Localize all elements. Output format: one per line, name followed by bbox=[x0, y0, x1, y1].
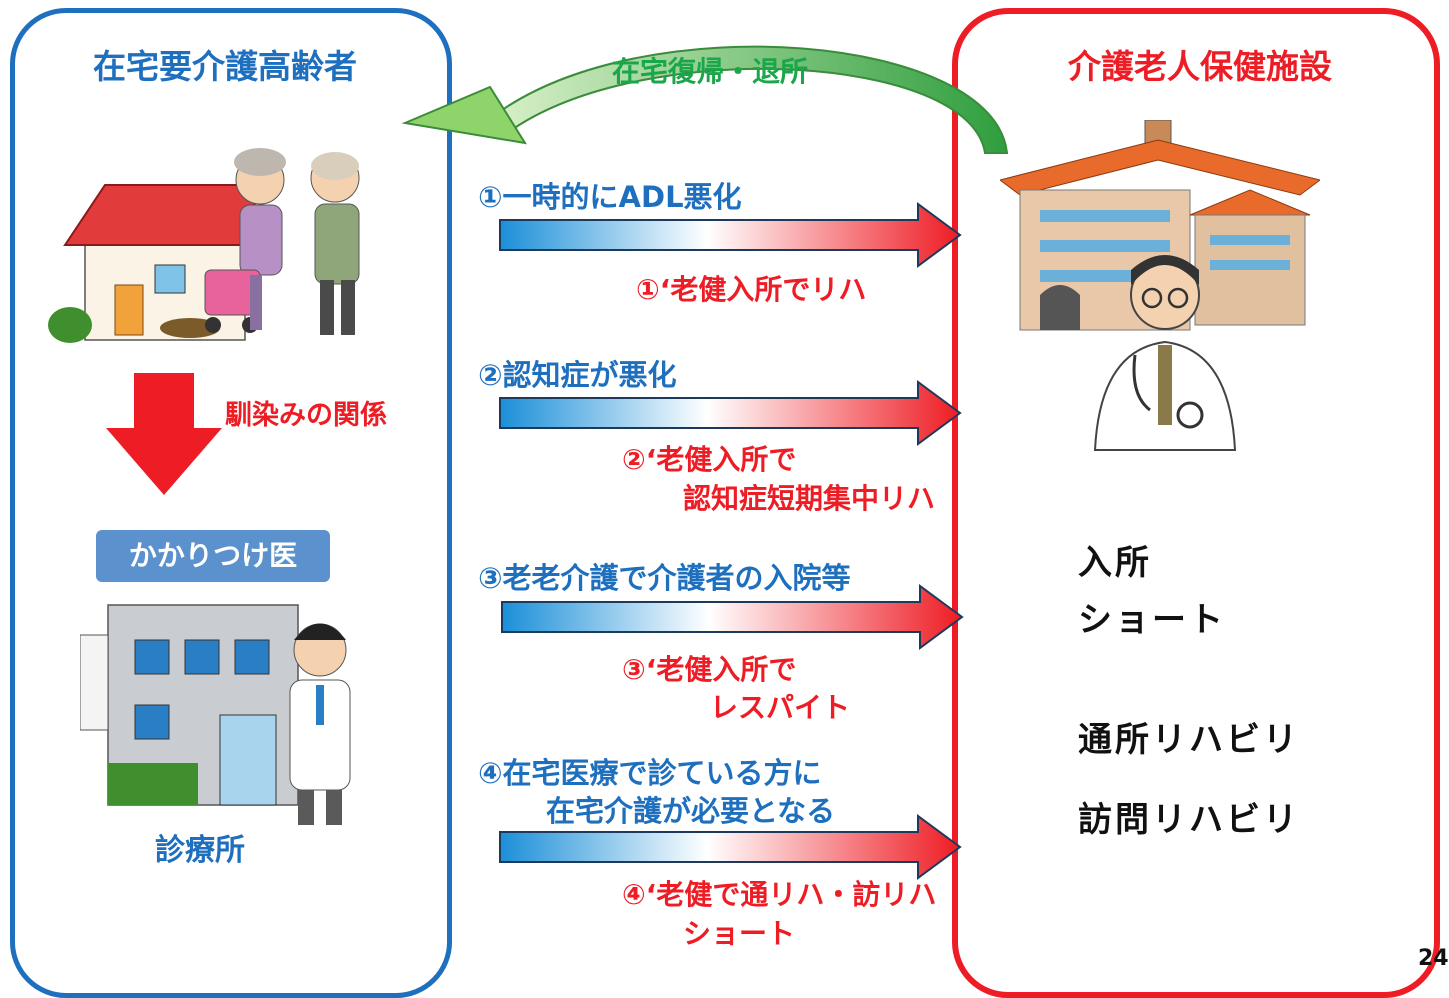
familiar-relationship-label: 馴染みの関係 bbox=[225, 400, 387, 431]
case-4-response-line2: ショート bbox=[683, 917, 796, 950]
case-1-response: ①‘老健入所でリハ bbox=[636, 273, 867, 306]
case-4-trigger-line1: ④在宅医療で診ている方に bbox=[478, 756, 822, 790]
case-1-trigger: ①一時的にADL悪化 bbox=[478, 180, 742, 214]
service-short-stay: ショート bbox=[1078, 600, 1226, 640]
return-home-label: 在宅復帰・退所 bbox=[611, 55, 808, 88]
care-facility-illustration bbox=[1000, 120, 1320, 451]
down-arrow bbox=[106, 373, 222, 495]
service-admission: 入所 bbox=[1078, 543, 1152, 583]
case-2-response-line1: ②‘老健入所で bbox=[622, 443, 797, 476]
case-3-trigger: ③老老介護で介護者の入院等 bbox=[478, 561, 851, 595]
case-1-arrow bbox=[499, 202, 962, 268]
care-facility-title: 介護老人保健施設 bbox=[1068, 47, 1332, 86]
case-4-response-line1: ④‘老健で通リハ・訪リハ bbox=[622, 878, 937, 911]
case-3-arrow bbox=[501, 584, 964, 650]
page-number: 24 bbox=[1418, 946, 1449, 971]
case-3-response-line2: レスパイト bbox=[710, 691, 851, 724]
return-home-arrow bbox=[401, 45, 1009, 154]
service-visit-rehab: 訪問リハビリ bbox=[1078, 800, 1300, 840]
case-4-trigger-line2: 在宅介護が必要となる bbox=[546, 794, 836, 828]
clinic-illustration bbox=[80, 604, 351, 825]
service-day-rehab: 通所リハビリ bbox=[1078, 720, 1300, 760]
clinic-label: 診療所 bbox=[155, 833, 245, 868]
case-2-trigger: ②認知症が悪化 bbox=[478, 358, 677, 392]
case-4-arrow bbox=[499, 814, 962, 880]
case-2-arrow bbox=[499, 380, 962, 446]
family-doctor-sign: かかりつけ医 bbox=[96, 530, 330, 582]
case-2-response-line2: 認知症短期集中リハ bbox=[683, 482, 936, 515]
house-elderly-illustration bbox=[48, 148, 360, 343]
home-elderly-title: 在宅要介護高齢者 bbox=[93, 47, 357, 86]
case-3-response-line1: ③‘老健入所で bbox=[622, 653, 797, 686]
